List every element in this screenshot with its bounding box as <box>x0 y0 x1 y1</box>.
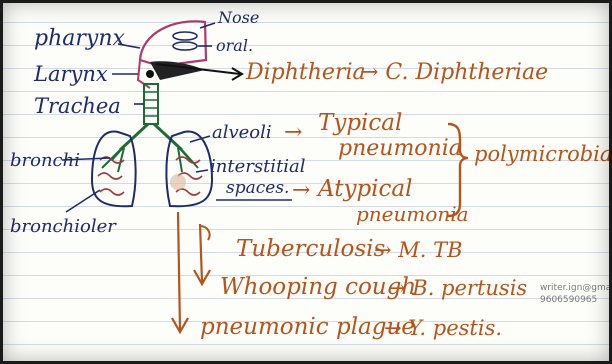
turbinate-lower <box>173 42 197 50</box>
arrow-atypical: → <box>292 180 310 202</box>
long-arrow-tb <box>178 212 180 330</box>
label-oral: oral. <box>216 38 253 54</box>
agent-plague: → Y. pestis. <box>384 318 502 339</box>
disease-plague: pneumonic plague <box>200 316 415 339</box>
label-spaces: spaces. <box>226 180 289 197</box>
turbinate-upper <box>173 32 197 40</box>
disease-typical: Typical <box>318 112 402 135</box>
arrow-typical: → <box>284 122 302 144</box>
trachea-tube <box>144 84 158 124</box>
right-bronchi-branches <box>174 142 198 172</box>
pointer-interstitial <box>196 170 208 172</box>
watermark-phone: 9606590965 <box>540 296 597 305</box>
label-trachea: Trachea <box>34 96 121 117</box>
label-bronchioles: bronchioler <box>10 218 116 236</box>
agent-tb: → M. TB <box>374 240 463 261</box>
agent-whooping: → B. pertusis <box>388 278 527 299</box>
agent-diphtheria: → C. Diphtheriae <box>360 62 548 84</box>
disease-diphtheria: Diphtheria <box>246 62 366 84</box>
epiglottis <box>146 70 154 78</box>
pointer-bronchioles <box>66 190 100 212</box>
label-pharynx: pharynx <box>34 28 125 50</box>
label-alveoli: alveoli <box>212 124 272 142</box>
disease-atypical: Atypical <box>318 178 412 201</box>
label-interstitial: interstitial <box>210 158 306 176</box>
watermark-email: writer.ign@gmai <box>540 284 612 293</box>
pointer-nose <box>200 23 215 28</box>
disease-atypical-pneumonia: pneumonia <box>356 204 469 224</box>
right-lung-highlight <box>170 174 186 190</box>
label-polymicrobial: polymicrobial <box>474 144 612 165</box>
left-lung-texture <box>98 157 124 195</box>
short-arrow-whoop <box>200 224 202 282</box>
label-bronchi: bronchi <box>10 152 80 170</box>
trachea-rings <box>144 92 158 116</box>
label-larynx: Larynx <box>34 64 108 85</box>
label-nose: Nose <box>218 10 259 26</box>
disease-typical-pneumonia: pneumonia <box>338 138 462 160</box>
disease-tb: Tuberculosis <box>236 238 385 261</box>
disease-whooping: Whooping cough <box>220 276 416 299</box>
